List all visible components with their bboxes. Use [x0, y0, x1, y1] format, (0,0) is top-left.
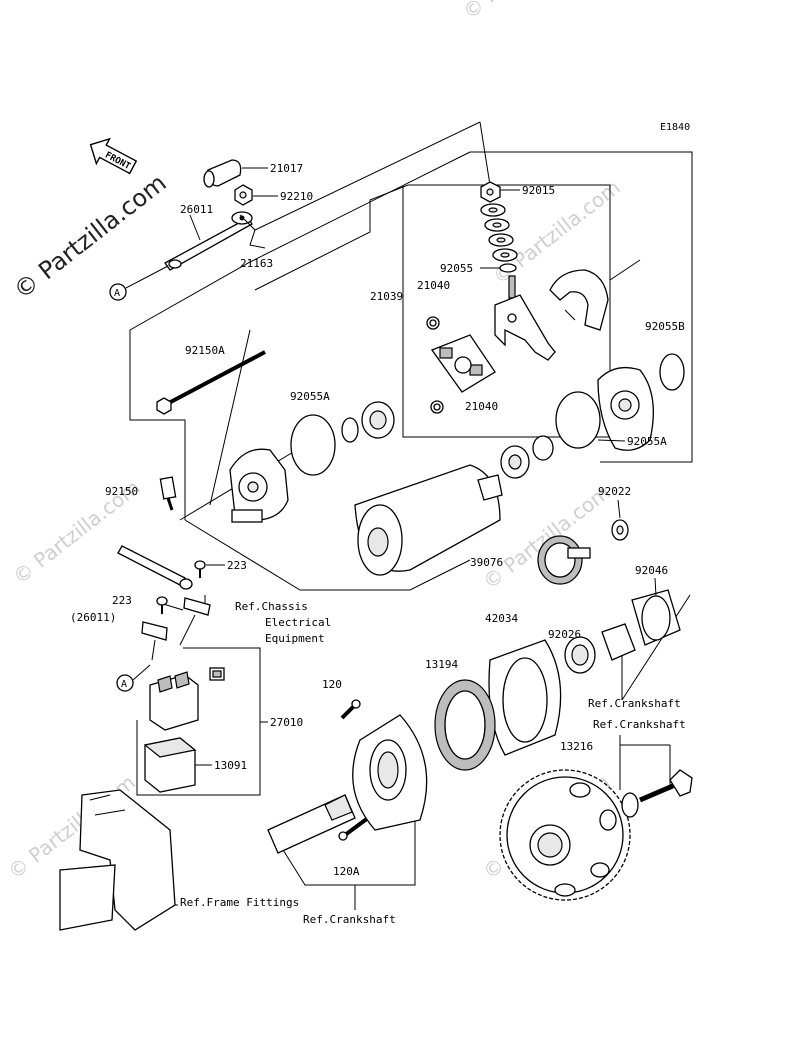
o-ring-92055a-left: [290, 414, 336, 476]
screw-223-left: [156, 596, 168, 614]
crankshaft: [267, 794, 356, 854]
ref-chassis-line1: Ref.Chassis: [235, 600, 308, 613]
label-92055a-left: 92055A: [290, 390, 330, 403]
washer-left: [341, 417, 359, 443]
label-120: 120: [322, 678, 342, 691]
idler-gear: [537, 535, 591, 585]
nut-92015: [480, 181, 501, 203]
o-ring-92055: [499, 263, 517, 273]
label-92210: 92210: [280, 190, 313, 203]
brush-plate: [494, 275, 556, 361]
ref-crankshaft-1: Ref.Crankshaft: [588, 697, 681, 710]
label-21040-bottom: 21040: [465, 400, 498, 413]
label-21040-top: 21040: [417, 279, 450, 292]
label-13091: 13091: [214, 759, 247, 772]
fuse: [209, 667, 225, 681]
label-13216: 13216: [560, 740, 593, 753]
svg-text:A: A: [114, 288, 120, 299]
clutch-hub: [352, 714, 428, 831]
bolt-92150: [159, 476, 177, 511]
label-92015: 92015: [522, 184, 555, 197]
nut-92210: [234, 184, 253, 206]
callout-a-bottom: A: [116, 664, 151, 692]
brush-spring-top: [426, 316, 440, 330]
ref-crankshaft-2: Ref.Crankshaft: [593, 718, 686, 731]
starter-motor: [354, 464, 503, 576]
watermark-main: © Partzilla.com: [8, 169, 171, 305]
brush-spring-bottom: [430, 400, 444, 414]
bearing-top: [361, 401, 395, 439]
relay-cover: [143, 737, 197, 793]
label-92046: 92046: [635, 564, 668, 577]
label-92022: 92022: [598, 485, 631, 498]
crank-bolt: [639, 769, 693, 803]
o-ring-92055b: [659, 353, 685, 391]
ref-chassis-line3: Equipment: [265, 632, 325, 645]
front-arrow-icon: FRONT: [89, 137, 138, 175]
ref-frame-fittings: Ref.Frame Fittings: [180, 896, 299, 909]
rear-cover: [597, 366, 654, 451]
diagram-code: E1840: [660, 122, 690, 133]
bolt-120a: [338, 816, 370, 841]
ref-crankshaft-3: Ref.Crankshaft: [303, 913, 396, 926]
reference-labels: Ref.Chassis Electrical Equipment Ref.Cra…: [180, 600, 686, 926]
label-92150: 92150: [105, 485, 138, 498]
label-92026: 92026: [548, 628, 581, 641]
label-27010: 27010: [270, 716, 303, 729]
label-26011-paren: (26011): [70, 611, 116, 624]
battery-cable: [117, 545, 193, 590]
starter-cable: [164, 211, 253, 271]
starter-relay: [149, 671, 199, 731]
label-39076: 39076: [470, 556, 503, 569]
starter-front-cover: [229, 448, 289, 523]
needle-bearing: [631, 589, 681, 646]
label-223-left: 223: [112, 594, 132, 607]
through-bolt: [156, 350, 266, 415]
one-way-clutch: [434, 679, 496, 771]
frame-fittings: [59, 789, 176, 931]
washer-crank: [621, 792, 639, 818]
screw-223-top: [194, 560, 206, 578]
label-92150a: 92150A: [185, 344, 225, 357]
spacer: [601, 623, 636, 661]
label-92055: 92055: [440, 262, 473, 275]
o-ring-92055a-right: [555, 391, 601, 449]
label-21039: 21039: [370, 290, 403, 303]
label-42034: 42034: [485, 612, 518, 625]
starter-driven-gear: [499, 769, 631, 901]
bolt-120: [340, 699, 361, 720]
label-92055b: 92055B: [645, 320, 685, 333]
label-92055a-right: 92055A: [627, 435, 667, 448]
part-labels: 21017 92210 26011 21163 92015 92055 2103…: [70, 162, 685, 878]
starter-terminal-boot: [203, 159, 242, 188]
callout-a-top: A: [109, 265, 169, 301]
label-21163: 21163: [240, 257, 273, 270]
relay-terminals: [141, 597, 211, 661]
label-26011: 26011: [180, 203, 213, 216]
washer-stack: [480, 203, 518, 262]
one-way-clutch-housing: [488, 639, 562, 756]
watermark: © Partzilla.com: [458, 0, 594, 24]
washer-mid: [532, 435, 554, 461]
label-120a: 120A: [333, 865, 360, 878]
svg-text:A: A: [121, 679, 127, 690]
end-cover: [549, 269, 609, 331]
ref-chassis-line2: Electrical: [265, 616, 331, 629]
brush-holder: [430, 334, 496, 393]
label-21017: 21017: [270, 162, 303, 175]
label-13194: 13194: [425, 658, 458, 671]
label-223-top: 223: [227, 559, 247, 572]
